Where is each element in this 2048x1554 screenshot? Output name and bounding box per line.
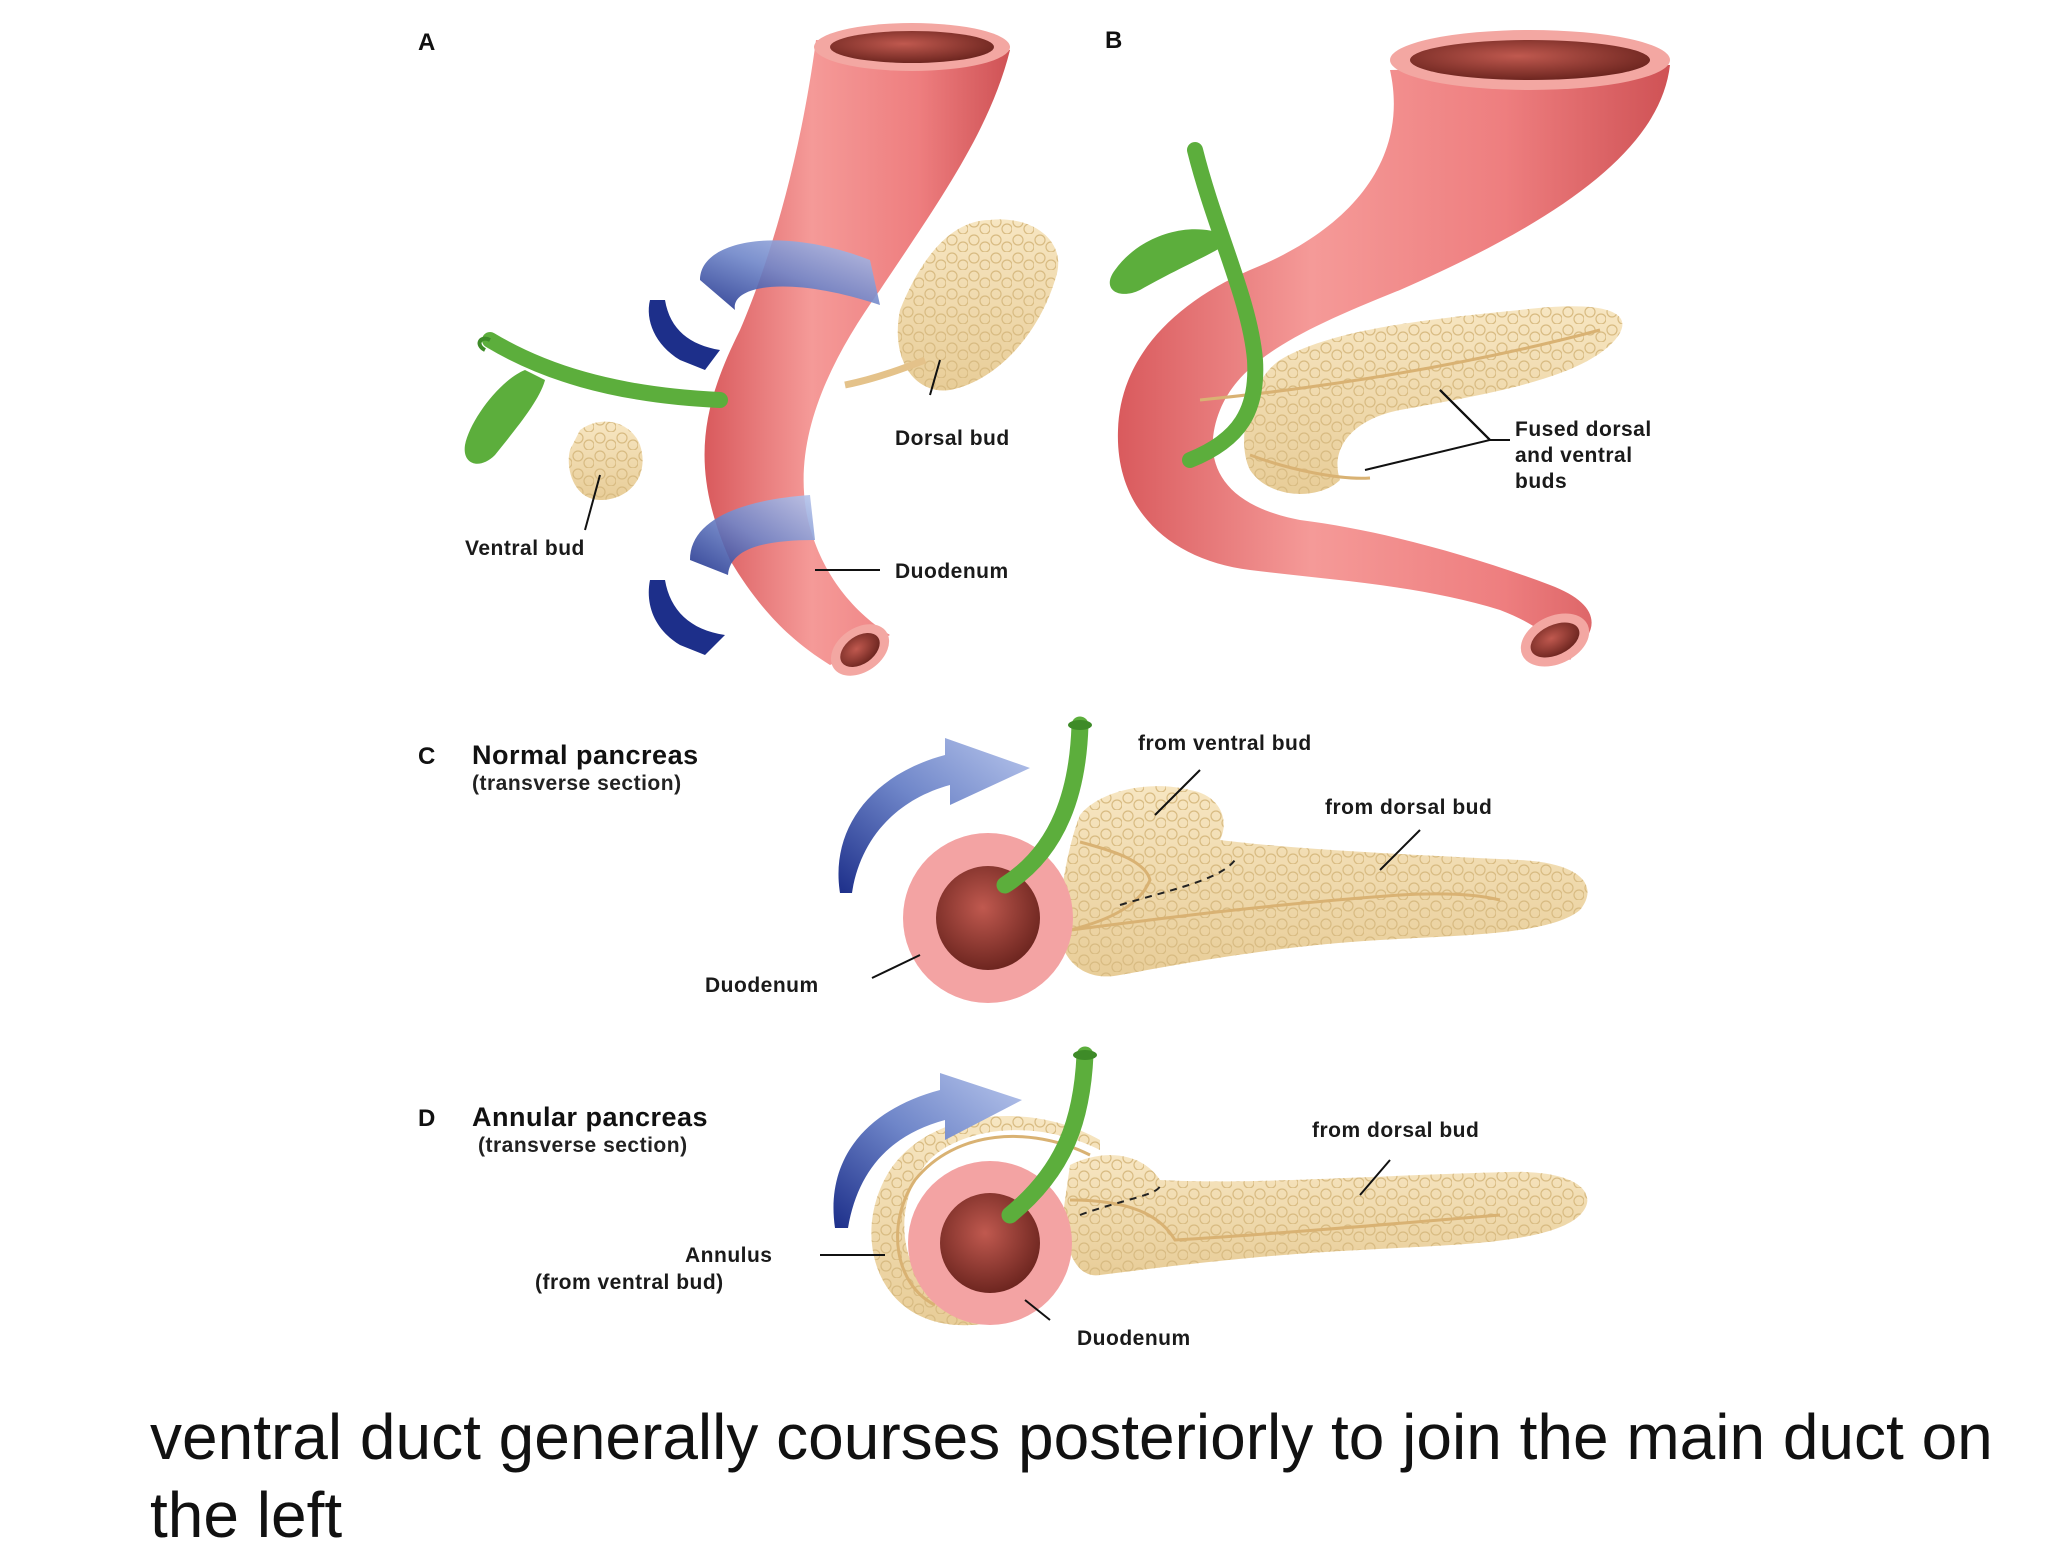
panel-b-letter: B (1105, 27, 1122, 54)
label-fused-line1: Fused dorsal (1515, 418, 1652, 441)
panel-c-title: Normal pancreas (472, 740, 699, 770)
label-annulus-line1: Annulus (685, 1244, 773, 1267)
from-dorsal-c-leader (1379, 829, 1421, 871)
panel-b-bile-duct (1109, 142, 1264, 468)
panel-d-subtitle: (transverse section) (478, 1134, 688, 1157)
panel-d-pancreas (1063, 1155, 1588, 1276)
panel-d-letter: D (418, 1105, 435, 1132)
panel-a-rotation-arrow-upper[interactable] (648, 240, 880, 370)
label-annulus-line2: (from ventral bud) (535, 1271, 724, 1294)
panel-c-pancreas (1057, 786, 1588, 977)
panel-c-bile-duct (996, 716, 1089, 894)
duodenum-c-leader (871, 954, 921, 979)
panel-d-bile-duct (1001, 1046, 1094, 1224)
panel-a-ventral-bud (568, 421, 643, 500)
from-ventral-c-leader (1154, 769, 1201, 816)
panel-d-rotation-arrow[interactable] (833, 1073, 1022, 1228)
panel-a-rotation-arrow-lower[interactable] (648, 495, 815, 655)
label-fused-line3: buds (1515, 470, 1567, 493)
label-fused-line2: and ventral (1515, 444, 1633, 467)
panel-d-title: Annular pancreas (472, 1102, 708, 1132)
duodenum-d-leader (1024, 1299, 1051, 1321)
label-ventral-bud: Ventral bud (465, 537, 585, 560)
panel-a-letter: A (418, 29, 435, 56)
panel-c-subtitle: (transverse section) (472, 772, 682, 795)
panel-a-gallbladder-duct (464, 332, 728, 464)
label-dorsal-bud: Dorsal bud (895, 427, 1010, 450)
panel-a-dorsal-bud (844, 219, 1059, 391)
from-dorsal-d-leader (1359, 1159, 1391, 1196)
panel-b-duodenum (1117, 30, 1670, 667)
fused-buds-leader-join (1439, 389, 1491, 441)
panel-c-duodenum-section (903, 833, 1073, 1003)
label-duodenum-d: Duodenum (1077, 1327, 1191, 1350)
dorsal-bud-leader (929, 359, 941, 396)
label-from-dorsal-d: from dorsal bud (1312, 1119, 1479, 1142)
panel-c-letter: C (418, 743, 435, 770)
slide-caption: ventral duct generally courses posterior… (150, 1401, 1993, 1551)
label-from-ventral-c: from ventral bud (1138, 732, 1312, 755)
label-duodenum-a: Duodenum (895, 560, 1009, 583)
label-duodenum-c: Duodenum (705, 974, 819, 997)
panel-d-duct-end (1073, 1050, 1097, 1060)
label-from-dorsal-c: from dorsal bud (1325, 796, 1492, 819)
panel-b-fused-pancreas (1199, 306, 1623, 494)
panel-c-rotation-arrow[interactable] (838, 738, 1030, 893)
panel-c-duct-end (1068, 720, 1092, 730)
ventral-bud-leader (584, 474, 601, 531)
